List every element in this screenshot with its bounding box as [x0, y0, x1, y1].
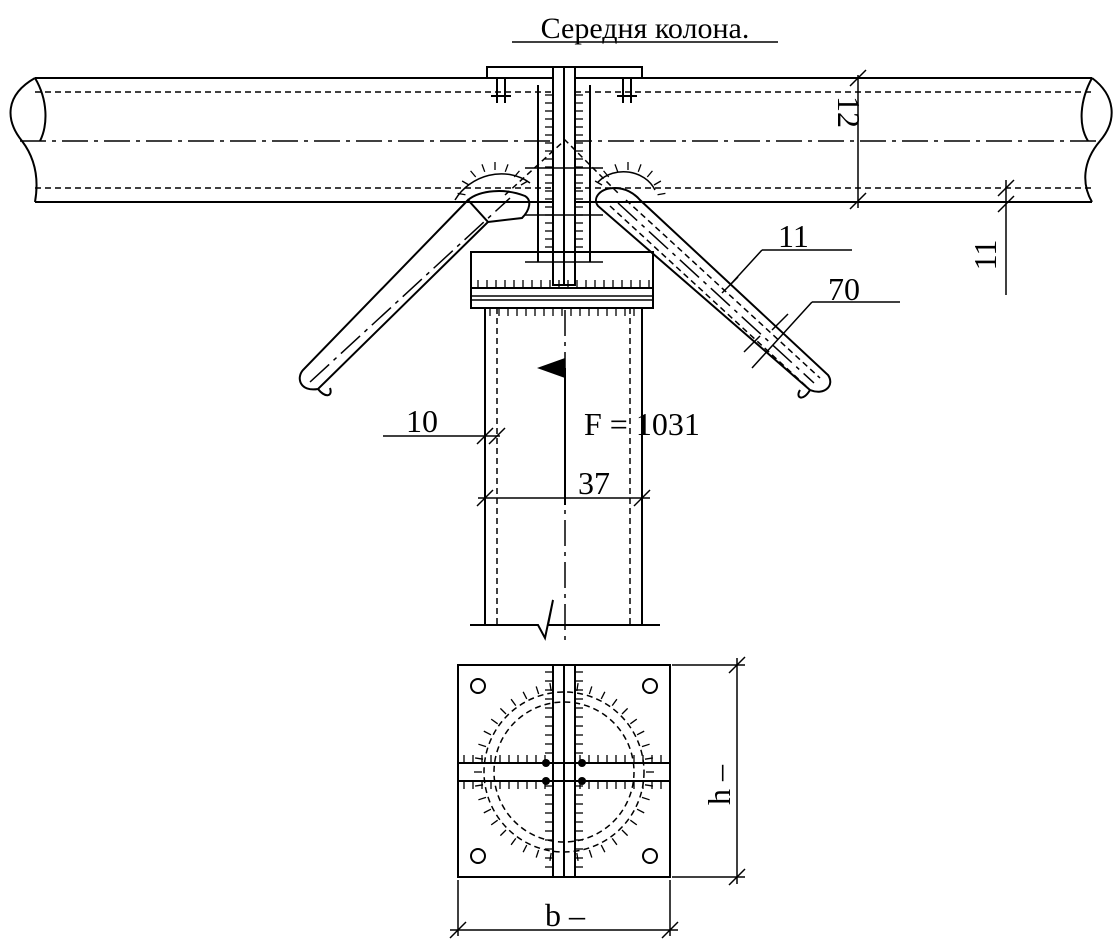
weld-tick: [535, 686, 540, 695]
weld-tick: [478, 743, 487, 748]
weld-tick: [535, 849, 540, 858]
weld-tick: [588, 686, 593, 695]
label-force: F = 1031: [584, 406, 700, 442]
label-column-width: 37: [578, 465, 610, 501]
weld-tick: [499, 829, 507, 837]
weld-tick: [600, 844, 606, 853]
label-flange-thickness: 11: [967, 240, 1003, 271]
anchor-hole-bottom-right: [642, 848, 658, 864]
label-chord-height: 12: [831, 96, 867, 128]
weld-tick: [611, 698, 618, 707]
weld-tick: [614, 164, 619, 173]
label-brace-diameter: 70: [828, 271, 860, 307]
label-plate-width: b –: [545, 897, 586, 933]
weld-tick: [653, 180, 662, 186]
weld-tick: [641, 796, 650, 801]
anchor-hole-top-right: [642, 678, 658, 694]
anchor-hole-bottom-left: [470, 848, 486, 864]
weld-tick: [490, 718, 499, 725]
weld-tick: [594, 180, 603, 186]
dimension-column-wall: 10: [383, 403, 506, 445]
weld-tick: [520, 180, 529, 186]
dimension-plate-height: h –: [672, 656, 746, 886]
weld-tick: [600, 691, 606, 700]
drawing-title: Середня колона.: [541, 12, 750, 45]
weld-tick: [549, 852, 552, 861]
weld-tick: [522, 844, 528, 853]
gusset-stiffener: [525, 66, 603, 286]
weld-tick: [522, 691, 528, 700]
dimension-brace-wall: 11: [721, 218, 852, 294]
column-cap: [470, 251, 654, 309]
weld-tick: [490, 819, 499, 826]
weld-tick: [481, 164, 486, 173]
dimension-brace-diameter: 70: [743, 271, 900, 369]
weld-tick: [483, 808, 492, 814]
weld-tick: [504, 164, 509, 173]
weld-tick: [657, 192, 666, 196]
weld-tick: [629, 718, 638, 725]
bolt-left: [491, 78, 511, 103]
weld-tick: [576, 852, 579, 861]
weld-tick: [510, 837, 517, 846]
weld-tick: [636, 808, 645, 814]
weld-tick: [483, 730, 492, 736]
weld-tick: [470, 170, 477, 178]
weld-tick: [478, 796, 487, 801]
weld-tick: [646, 170, 653, 178]
weld-tick: [621, 707, 629, 715]
brace-centerline-join: [504, 138, 621, 196]
weld-tick: [603, 170, 610, 178]
weld-tick: [611, 837, 618, 846]
base-plate-plan: [457, 664, 671, 878]
bolt-right: [617, 78, 637, 103]
weld-tick: [461, 180, 470, 186]
weld-tick: [588, 849, 593, 858]
weld-tick: [629, 819, 638, 826]
dimension-column-width: 37: [476, 465, 651, 507]
column-shaft: [470, 308, 660, 641]
weld-tick: [499, 707, 507, 715]
weld-tick: [621, 829, 629, 837]
weld-tick: [641, 743, 650, 748]
brace-right: [594, 162, 832, 399]
weld-tick: [457, 192, 466, 196]
weld-tick: [636, 730, 645, 736]
brace-left: [298, 162, 531, 397]
weld-tick: [513, 170, 520, 178]
dimension-flange: 11: [967, 179, 1015, 295]
weld-tick: [510, 698, 517, 707]
label-plate-height: h –: [701, 764, 737, 805]
label-brace-wall: 11: [778, 218, 809, 254]
label-column-wall: 10: [406, 403, 438, 439]
weld-tick: [637, 164, 642, 173]
anchor-hole-top-left: [470, 678, 486, 694]
dimension-plate-width: b –: [449, 880, 679, 939]
dimension-chord-height: 12: [831, 69, 867, 210]
